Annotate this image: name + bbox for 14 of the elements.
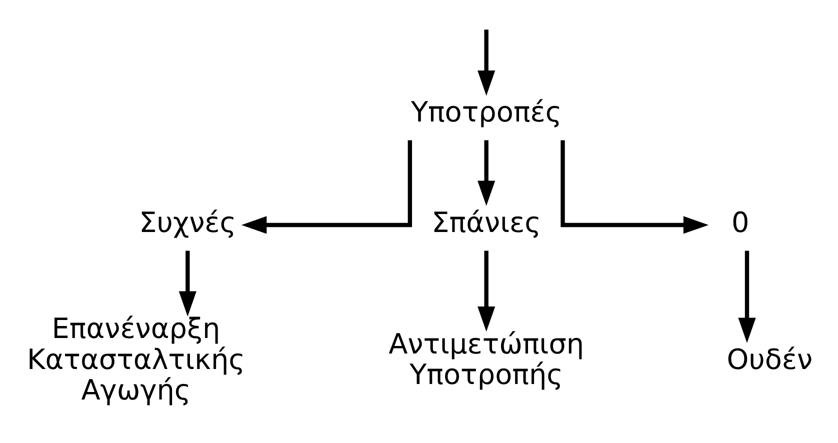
node-text: Επανέναρξη Κατασταλτικής Αγωγής xyxy=(26,312,246,406)
node-text: Σπάνιες xyxy=(432,206,542,239)
arrow xyxy=(478,30,496,96)
arrow xyxy=(478,140,496,206)
node-text: Υποτροπές xyxy=(410,96,562,129)
node-text: 0 xyxy=(731,206,750,239)
arrow xyxy=(738,250,756,343)
node-text: Συχνές xyxy=(139,206,236,239)
arrow xyxy=(478,250,496,332)
arrow xyxy=(178,250,196,316)
arrow xyxy=(241,140,412,234)
node-text: Ουδέν xyxy=(726,342,813,376)
node-text: Αντιμετώπιση Υποτροπής xyxy=(388,327,584,392)
arrow xyxy=(560,140,709,234)
